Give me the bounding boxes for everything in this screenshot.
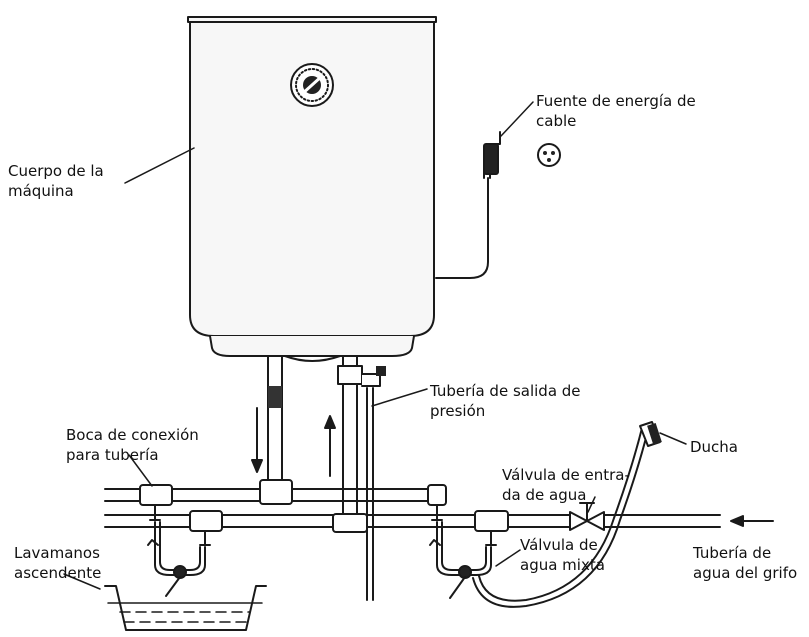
tee-fittings [139, 479, 509, 533]
thermometer-dial-icon [290, 63, 334, 107]
label-pressure-outlet-line1: Tubería de salida de [430, 382, 581, 400]
shower-head-icon [639, 421, 662, 447]
hot-water-pipe [104, 514, 721, 528]
label-pipe-connection-line2: para tubería [66, 446, 159, 464]
heater-tank [187, 16, 437, 362]
cold-water-pipe [104, 488, 429, 502]
label-pressure-outlet-pipe: Tubería de salida de presión [430, 381, 581, 421]
label-pressure-outlet-line2: presión [430, 402, 486, 420]
label-pipe-connection: Boca de conexión para tubería [66, 425, 199, 465]
shower-mixer [429, 504, 497, 599]
basin-mixer [147, 504, 211, 597]
wash-basin [104, 585, 267, 631]
label-machine-body: Cuerpo de la máquina [8, 161, 104, 201]
label-machine-body-line1: Cuerpo de la [8, 162, 104, 180]
label-tap-water-pipe: Tubería de agua del grifo [693, 543, 797, 583]
leader-lines [63, 101, 687, 590]
label-tap-water-line1: Tubería de [693, 544, 772, 562]
label-power-cable: Fuente de energía de cable [536, 91, 696, 131]
cold-inlet-pipe [267, 355, 283, 481]
label-shower: Ducha [690, 437, 738, 457]
label-inlet-valve-line1: Válvula de entra- [502, 466, 630, 484]
label-tap-water-line2: agua del grifo [693, 564, 798, 582]
label-power-cable-line2: cable [536, 112, 577, 130]
flow-arrows [251, 407, 774, 527]
label-mixing-valve-line1: Válvula de [520, 536, 598, 554]
label-machine-body-line2: máquina [8, 182, 74, 200]
label-mixing-valve-line2: agua mixta [520, 556, 605, 574]
label-basin-line2: ascendente [14, 564, 102, 582]
shower-hose [472, 427, 649, 608]
label-shower-line1: Ducha [690, 438, 739, 456]
label-basin: Lavamanos ascendente [14, 543, 101, 583]
label-inlet-valve: Válvula de entra- da de agua [502, 465, 630, 505]
hot-outlet-pipe [337, 355, 386, 601]
label-pipe-connection-line1: Boca de conexión [66, 426, 199, 444]
label-inlet-valve-line2: da de agua [502, 486, 587, 504]
power-cable [435, 131, 501, 279]
label-mixing-valve: Válvula de agua mixta [520, 535, 605, 575]
label-power-cable-line1: Fuente de energía de [536, 92, 696, 110]
power-socket-icon [537, 143, 561, 167]
inlet-valve [569, 502, 605, 531]
label-basin-line1: Lavamanos [14, 544, 100, 562]
